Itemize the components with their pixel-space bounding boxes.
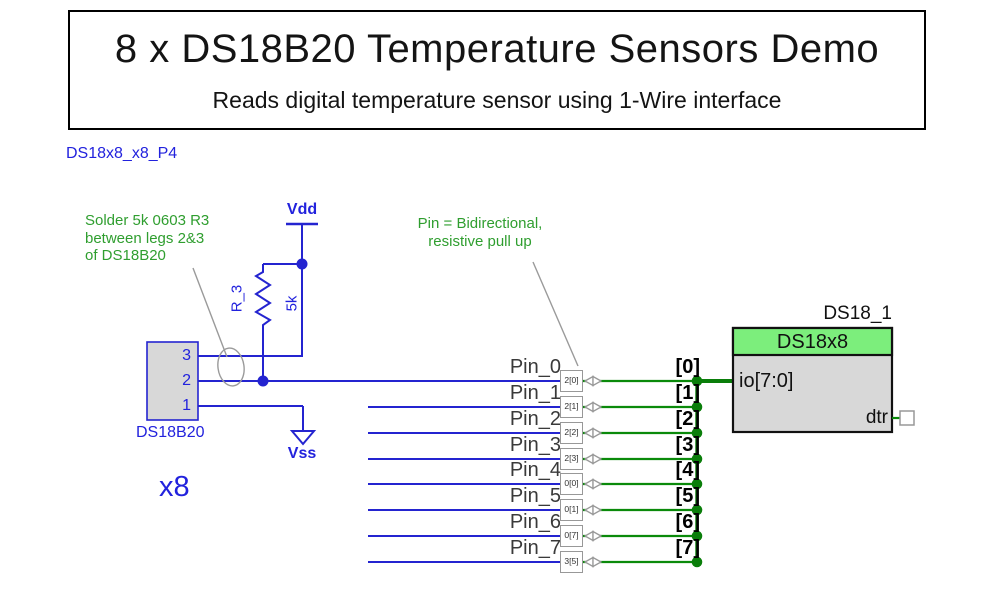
pin-label: Pin_7 <box>509 537 561 559</box>
resistor-ref-label: R_3 <box>228 284 246 313</box>
bidirectional-icon <box>583 427 594 439</box>
bidirectional-icon <box>583 556 594 568</box>
bidirectional-icon <box>592 478 603 490</box>
bus-index-label: [6] <box>675 511 700 533</box>
resistor-r3[interactable] <box>254 263 302 381</box>
bidirectional-icon <box>583 504 594 516</box>
ds18-module[interactable] <box>731 326 894 434</box>
pin-label: Pin_3 <box>509 434 561 456</box>
project-label: DS18x8_x8_P4 <box>66 145 178 162</box>
multiplier-label: x8 <box>159 471 190 503</box>
port-connector[interactable]: 2[0] <box>560 370 583 392</box>
annotation-leader-bidir <box>532 261 579 367</box>
vdd-label: Vdd <box>286 201 318 218</box>
bus-index-label: [4] <box>675 459 700 481</box>
vss-symbol <box>289 430 317 446</box>
annotation-leader-solder <box>192 267 228 358</box>
bidirectional-icon <box>583 401 594 413</box>
bus-index-label: [0] <box>675 356 700 378</box>
sensor-name-label: DS18B20 <box>136 424 205 441</box>
pin-label: Pin_2 <box>509 408 561 430</box>
pin-label: Pin_5 <box>509 485 561 507</box>
sensor-pin-3: 3 <box>182 347 191 364</box>
note-solder: Solder 5k 0603 R3 between legs 2&3 of DS… <box>85 212 210 264</box>
resistor-value-label: 5k <box>283 295 301 312</box>
module-ref-label: DS18_1 <box>823 303 892 324</box>
bus-index-label: [1] <box>675 382 700 404</box>
bidirectional-icon <box>592 427 603 439</box>
pin-label: Pin_0 <box>509 356 561 378</box>
pin-label: Pin_4 <box>509 459 561 481</box>
annotation-ellipse <box>217 347 245 387</box>
pin-label: Pin_6 <box>509 511 561 533</box>
vdd-junction-dot <box>296 258 308 270</box>
ds18b20-body[interactable] <box>146 341 199 421</box>
dq-junction-dot <box>257 375 269 387</box>
module-type-label: DS18x8 <box>776 331 849 353</box>
bidirectional-icon <box>592 453 603 465</box>
bus-index-label: [2] <box>675 408 700 430</box>
page-title: 8 x DS18B20 Temperature Sensors Demo <box>114 26 880 71</box>
dtr-pin[interactable] <box>899 410 915 426</box>
bus-index-label: [7] <box>675 537 700 559</box>
module-dtr-port-label: dtr <box>865 407 888 428</box>
bidirectional-icon <box>592 556 603 568</box>
port-connector[interactable]: 2[3] <box>560 448 583 470</box>
port-connector[interactable]: 2[1] <box>560 396 583 418</box>
bidirectional-icon <box>583 530 594 542</box>
bidirectional-icon <box>592 375 603 387</box>
port-connector[interactable]: 0[7] <box>560 525 583 547</box>
module-io-port-label: io[7:0] <box>739 370 794 392</box>
page-subtitle: Reads digital temperature sensor using 1… <box>212 86 782 113</box>
bidirectional-icon <box>592 504 603 516</box>
sensor-pin-1: 1 <box>182 397 191 414</box>
pin-label: Pin_1 <box>509 382 561 404</box>
bidirectional-icon <box>583 453 594 465</box>
title-box: 8 x DS18B20 Temperature Sensors Demo Rea… <box>68 10 926 130</box>
bidirectional-icon <box>583 375 594 387</box>
bus-index-label: [3] <box>675 434 700 456</box>
vdd-symbol <box>286 222 318 264</box>
port-connector[interactable]: 0[0] <box>560 473 583 495</box>
bidirectional-icon <box>583 478 594 490</box>
port-connector[interactable]: 2[2] <box>560 422 583 444</box>
note-bidirectional: Pin = Bidirectional, resistive pull up <box>417 215 543 250</box>
port-connector[interactable]: 0[1] <box>560 499 583 521</box>
port-connector[interactable]: 3[5] <box>560 551 583 573</box>
bus-index-label: [5] <box>675 485 700 507</box>
bidirectional-icon <box>592 530 603 542</box>
vss-label: Vss <box>287 445 317 462</box>
sensor-pin-2: 2 <box>182 372 191 389</box>
bidirectional-icon <box>592 401 603 413</box>
